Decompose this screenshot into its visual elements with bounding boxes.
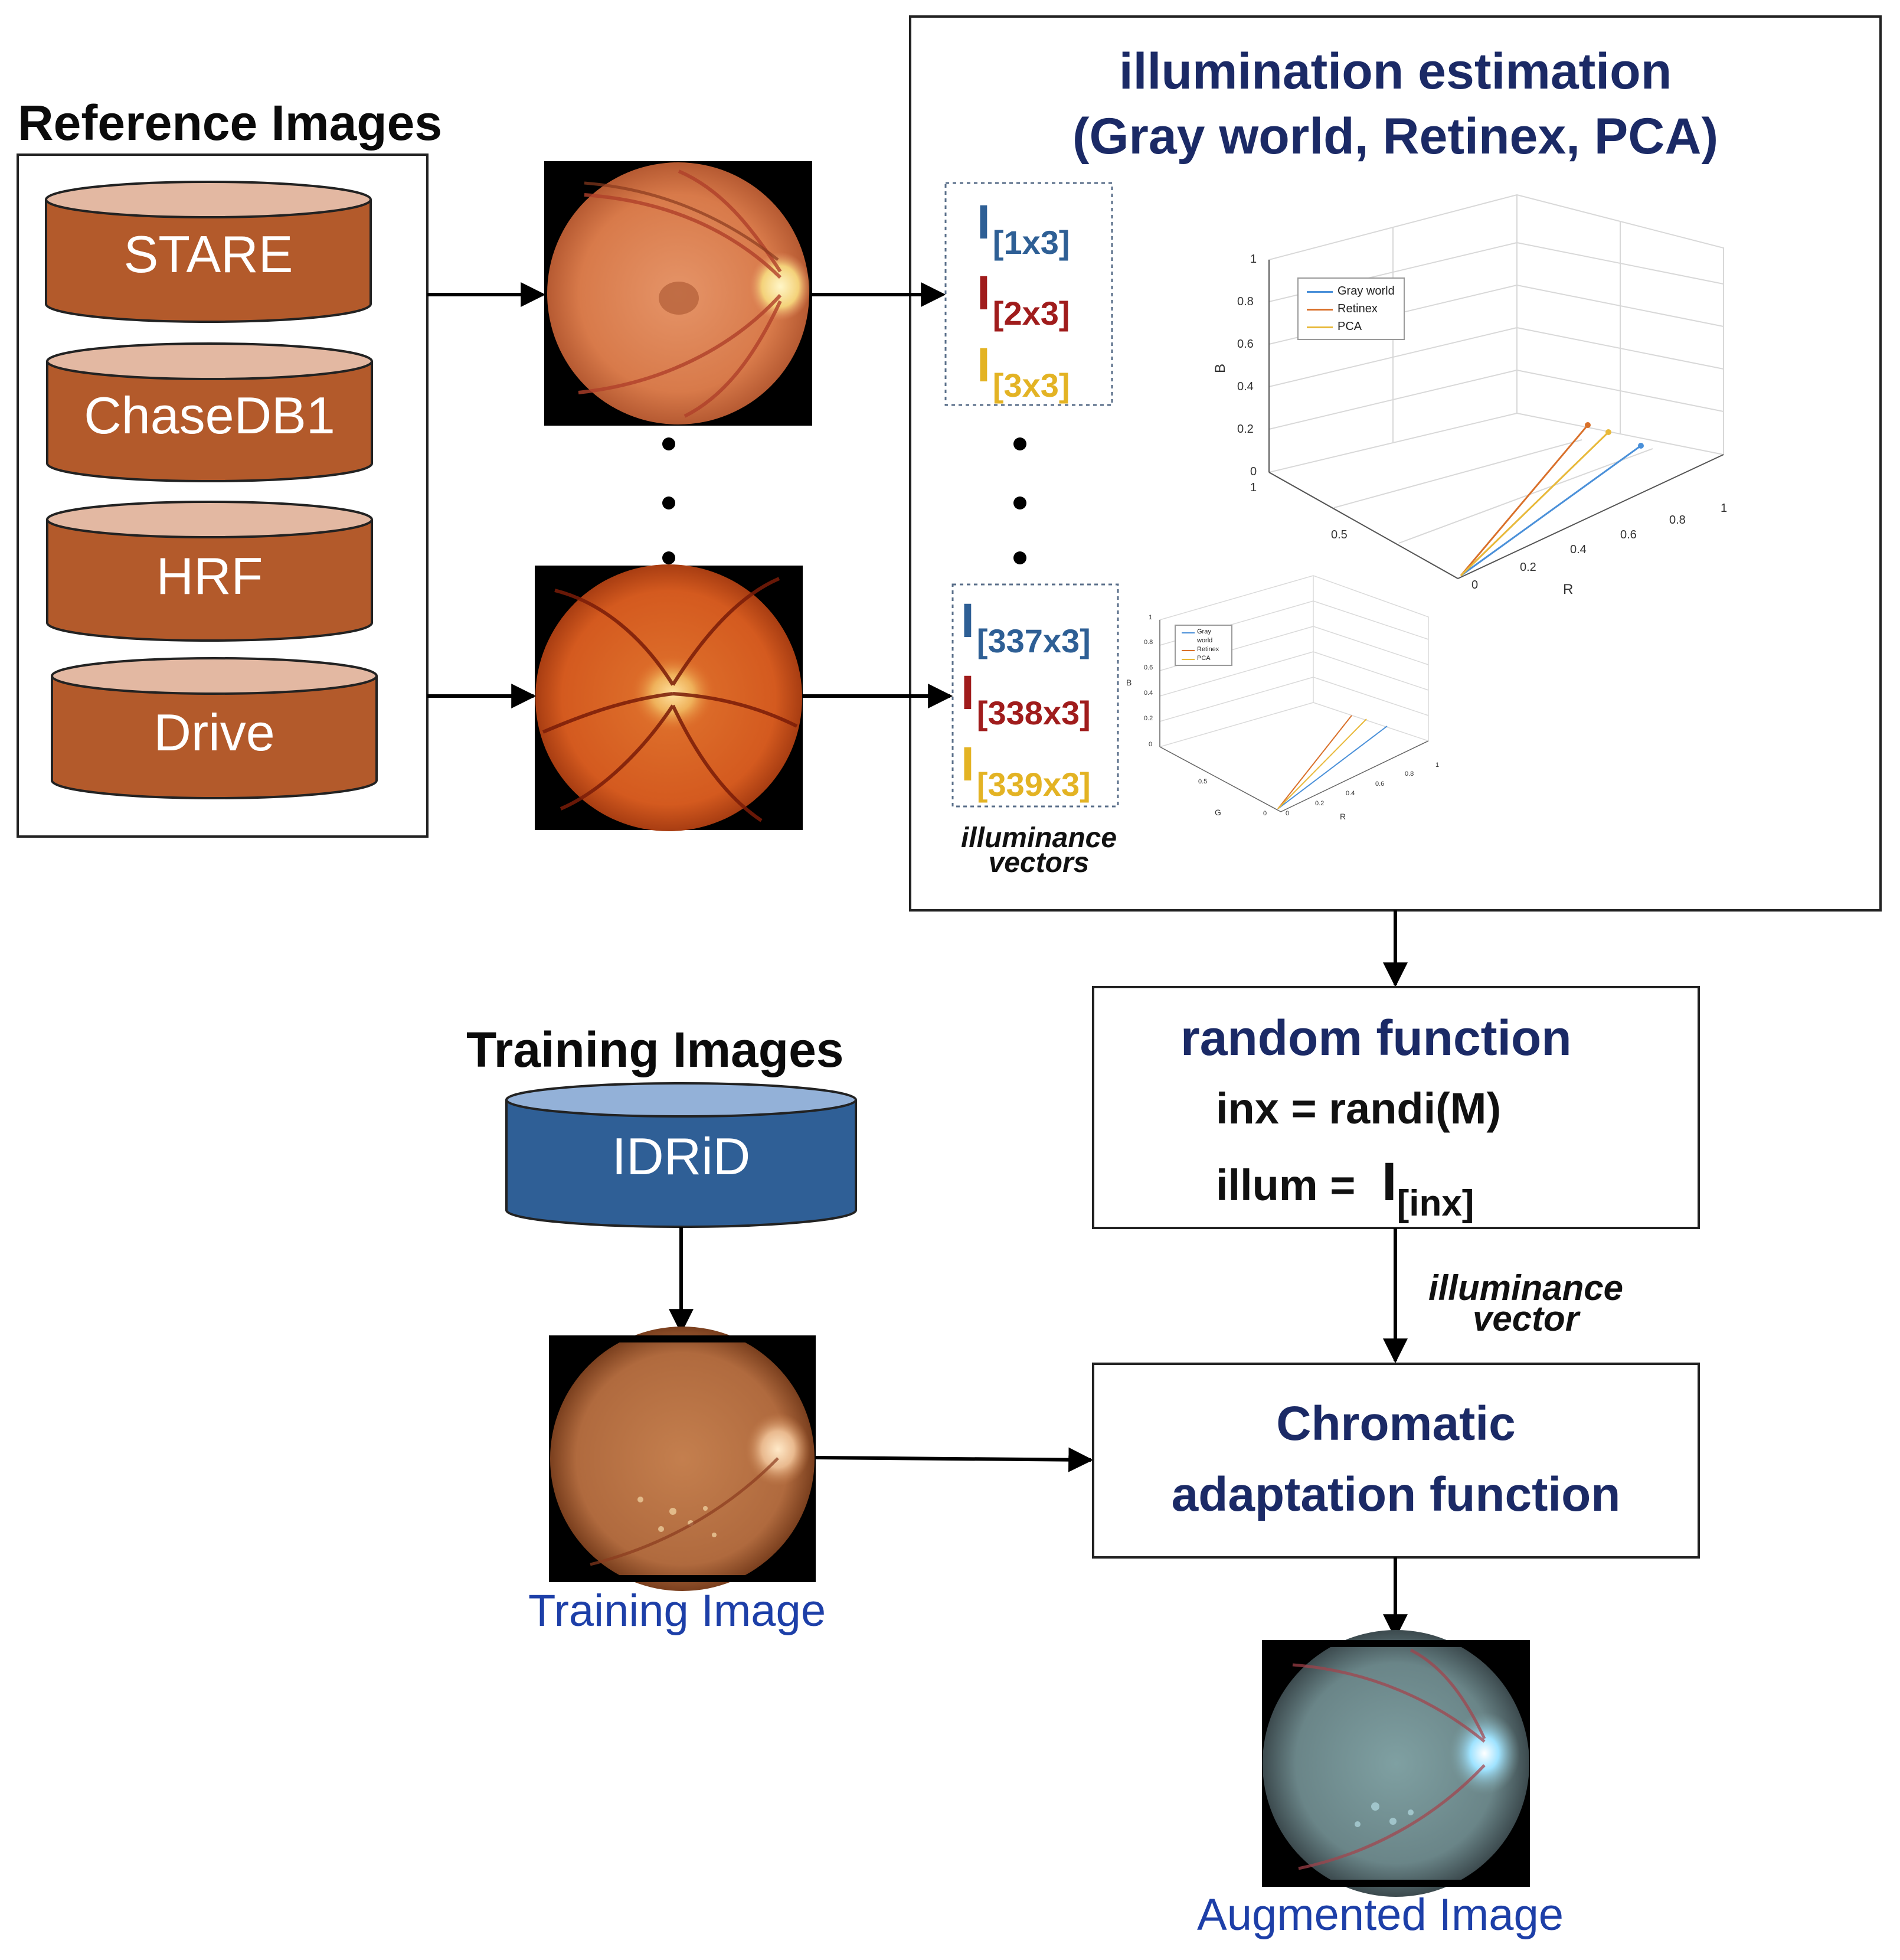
plot-small-ytick: 0: [1263, 810, 1267, 817]
ellipsis-dot: [1013, 496, 1026, 509]
plot-small-xtick: 0.6: [1375, 780, 1385, 788]
plot-small-xtick: 0.8: [1405, 770, 1414, 778]
training-images-title: Training Images: [466, 1022, 844, 1077]
dataset-cylinder-hrf: [46, 501, 373, 642]
illuminance-vector-2: I[2x3]: [977, 266, 1070, 332]
illuminance-vector-338: I[338x3]: [961, 666, 1091, 731]
plot-large-xtick: 1: [1721, 502, 1728, 515]
plot-small-zlabel: B: [1126, 678, 1132, 687]
dataset-cylinder-stare: [45, 181, 372, 323]
plot-large-xtick: 0.2: [1520, 561, 1536, 574]
plot-small-ztick: 0.2: [1144, 715, 1153, 722]
ellipsis-dot: [662, 496, 675, 509]
vector-group-bottom-box: [951, 583, 1119, 808]
random-function-title: random function: [1180, 1010, 1572, 1066]
plot-large-ztick: 1: [1250, 253, 1257, 266]
chromatic-title-line2: adaptation function: [1171, 1468, 1621, 1521]
plot-small-ztick: 0.8: [1144, 639, 1153, 646]
ellipsis-dot: [662, 437, 675, 450]
legend-entry-gray-world: Gray world: [1304, 282, 1398, 300]
reference-fundus-image-top: [544, 161, 812, 426]
training-fundus-image: [549, 181, 816, 1591]
dataset-label-idrid: IDRiD: [611, 1127, 751, 1185]
illuminance-vector-note-line2: vector: [1472, 1299, 1579, 1338]
plot-large-ztick: 0.8: [1237, 295, 1254, 308]
illuminance-vector-note-line1: illuminance: [1428, 1268, 1624, 1308]
plot-small-ztick: 1: [1149, 614, 1153, 621]
vector-group-top-box: [944, 182, 1113, 406]
illuminance-vector-339: I[339x3]: [961, 737, 1091, 803]
reference-fundus-image-bottom: [535, 564, 803, 831]
dataset-cylinder-chasedb1: [46, 342, 373, 482]
legend-entry-pca: PCA: [1304, 318, 1398, 335]
plot-small-ytick: 0.5: [1198, 778, 1208, 785]
plot-large-ztick: 0: [1250, 465, 1257, 478]
plot-large-ztick: 0.4: [1237, 380, 1254, 393]
plot-small-xtick: 0: [1286, 810, 1290, 817]
chromatic-title-line1: Chromatic: [1276, 1397, 1516, 1451]
plot-small-legend: Gray world Retinex PCA: [1175, 625, 1232, 666]
dataset-cylinder-drive: [51, 657, 378, 799]
illuminance-vectors-caption-line2: vectors: [988, 847, 1090, 878]
plot-small-xtick: 0.2: [1315, 800, 1325, 807]
plot-large-xtick: 0.4: [1570, 543, 1587, 556]
plot-large-zlabel: B: [1212, 363, 1229, 374]
plot-large-legend: Gray world Retinex PCA: [1297, 277, 1405, 340]
random-function-line2: illum = I[inx]: [1216, 1152, 1474, 1224]
illuminance-vector-3: I[3x3]: [977, 338, 1070, 404]
plot-large-xtick: 0: [1471, 579, 1479, 592]
plot-small-ztick: 0.6: [1144, 664, 1153, 671]
ellipsis-dot: [662, 551, 675, 564]
legend-entry-gray-world: Gray world: [1179, 628, 1228, 645]
plot-small-ztick: 0.4: [1144, 690, 1153, 697]
dataset-label-chasedb1: ChaseDB1: [84, 386, 335, 445]
illumination-title-line2: (Gray world, Retinex, PCA): [1072, 108, 1719, 165]
training-image-caption: Training Image: [528, 1586, 826, 1636]
illumination-title-line1: illumination estimation: [1119, 43, 1672, 100]
illuminance-3d-plot-small-axes: [1159, 620, 1429, 812]
plot-small-ztick: 0: [1149, 741, 1153, 748]
plot-large-xtick: 0.6: [1620, 528, 1637, 541]
reference-images-box: [17, 153, 429, 838]
plot-small-xtick: 0.4: [1346, 790, 1355, 797]
augmented-image-caption: Augmented Image: [1197, 1890, 1564, 1940]
plot-small-xlabel: R: [1340, 812, 1346, 821]
legend-entry-retinex: Retinex: [1179, 645, 1228, 654]
ellipsis-dot: [1013, 551, 1026, 564]
plot-large-ytick: 0.5: [1331, 528, 1348, 541]
random-function-line1: inx = randi(M): [1216, 1084, 1502, 1133]
illuminance-vector-1: I[1x3]: [977, 195, 1070, 261]
illuminance-vectors-caption-line1: illuminance: [960, 822, 1117, 854]
plot-small-xtick: 1: [1435, 762, 1440, 769]
arrow-training-to-chromatic: [815, 1447, 1094, 1472]
reference-images-title: Reference Images: [18, 95, 443, 151]
legend-entry-retinex: Retinex: [1304, 300, 1398, 318]
illuminance-vector-337: I[337x3]: [961, 594, 1091, 659]
augmented-fundus-image: [1262, 1630, 1530, 1897]
ellipsis-dot: [1013, 437, 1026, 450]
plot-large-ztick: 0.6: [1237, 338, 1254, 351]
legend-entry-pca: PCA: [1179, 654, 1228, 663]
illuminance-3d-plot-large-axes: [1268, 260, 1724, 579]
dataset-label-hrf: HRF: [156, 547, 263, 605]
plot-large-xtick: 0.8: [1669, 514, 1686, 527]
illuminance-3d-plot-small-lines: [1277, 715, 1388, 809]
plot-large-xlabel: R: [1563, 582, 1574, 597]
illuminance-3d-plot-large-lines: [1460, 422, 1644, 577]
plot-large-ztick: 0.2: [1237, 423, 1254, 436]
dataset-cylinder-idrid: [505, 1082, 857, 1228]
plot-large-ytick: 1: [1250, 481, 1257, 494]
plot-small-ylabel: G: [1215, 808, 1221, 817]
dataset-label-stare: STARE: [123, 225, 293, 283]
dataset-label-drive: Drive: [153, 703, 275, 762]
